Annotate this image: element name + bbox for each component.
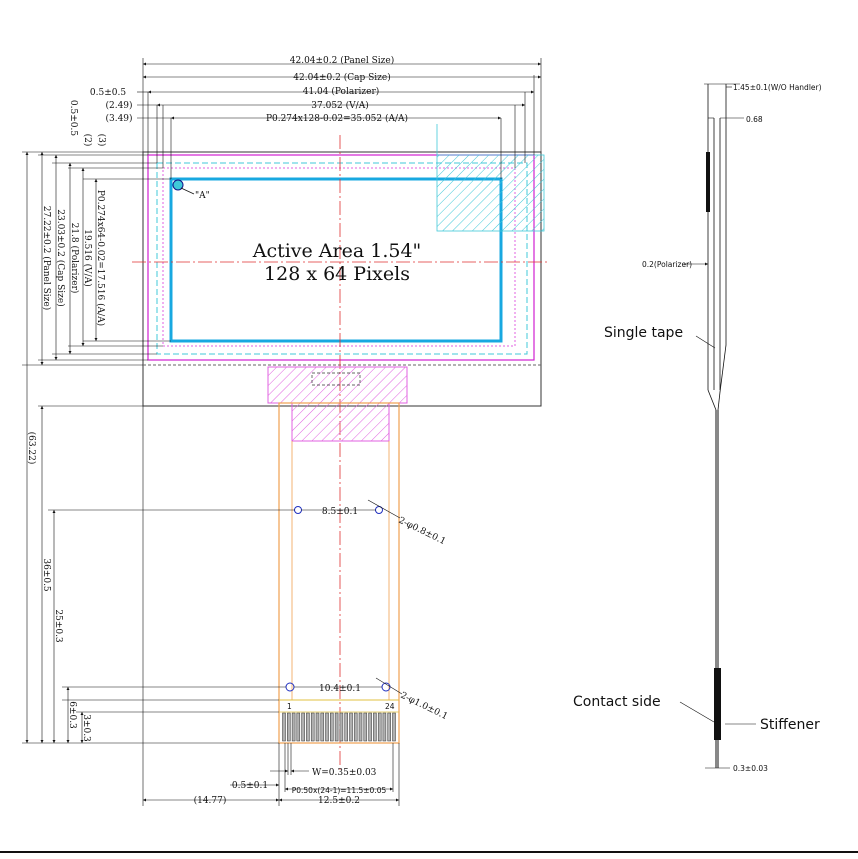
fpc-contact-pin <box>387 712 391 742</box>
dim-cap-height: 23.03±0.2 (Cap Size) <box>55 209 66 307</box>
hole-note-1-leader <box>367 499 401 519</box>
side-view <box>679 83 756 769</box>
fpc-contact-pin <box>358 712 363 742</box>
bottom-dimensions <box>142 406 400 806</box>
dim-fpc-3: 3±0.3 <box>81 714 91 742</box>
fpc-contact-pin <box>392 712 396 742</box>
fpc-contact-pin <box>334 712 339 742</box>
active-area-pixels: 128 x 64 Pixels <box>264 263 410 285</box>
side-dim-polarizer: 0.2(Polarizer) <box>642 260 692 269</box>
fpc-contact-pin <box>315 712 320 742</box>
hole-note-2-leader <box>375 677 403 695</box>
dim-fpc-edge: 0.5±0.1 <box>232 781 268 791</box>
dim-va-width: 37.052 (V/A) <box>311 100 368 111</box>
top-dimensions <box>137 58 542 179</box>
side-dim-fpc: 0.3±0.03 <box>733 764 768 773</box>
dim-polarizer-height: 21.8 (Polarizer) <box>69 223 80 294</box>
dim-fpc-offset: (14.77) <box>194 795 227 806</box>
fpc-contact-pin <box>306 712 310 742</box>
fpc-contact-pin <box>363 712 368 742</box>
fpc-contact-pin <box>349 712 353 742</box>
label-single-tape: Single tape <box>604 325 683 341</box>
hole-left-lower <box>285 682 295 692</box>
dim-aa-height: P0.274x64-0.02=17.516 (A/A) <box>95 190 106 326</box>
hatched-corner <box>436 154 545 232</box>
dim-pin-pitch: P0.50x(24-1)=11.5±0.05 <box>292 786 387 795</box>
marker-a-label: "A" <box>195 191 210 201</box>
label-stiffener: Stiffener <box>760 717 820 733</box>
dim-top-left-3: (3.49) <box>105 113 132 124</box>
marker-a-dot <box>172 179 184 191</box>
fpc-contact-pin <box>353 712 358 742</box>
dim-pin-width: W=0.35±0.03 <box>312 768 377 778</box>
dim-panel-width: 42.04±0.2 (Panel Size) <box>290 55 395 66</box>
dim-fpc-36: 36±0.5 <box>41 558 51 592</box>
active-area-title: Active Area 1.54" <box>252 240 422 262</box>
fpc-contacts <box>282 712 396 742</box>
fpc-contact-pin <box>382 712 387 742</box>
hole-pitch-2-label: 10.4±0.1 <box>319 684 361 694</box>
fpc-contact-pin <box>368 712 372 742</box>
fpc-contact-pin <box>320 712 325 742</box>
dim-overall-height: (63.22) <box>26 432 37 465</box>
dim-top-left-2: (2.49) <box>105 100 132 111</box>
fpc-contact-pin <box>282 712 286 742</box>
fpc-contact-pin <box>344 712 348 742</box>
dim-fpc-25: 25±0.3 <box>53 609 63 643</box>
dim-panel-height: 27.22±0.2 (Panel Size) <box>41 206 52 311</box>
fpc-contact-pin <box>325 712 329 742</box>
fpc-contact-pin <box>339 712 344 742</box>
cap-outline <box>147 154 535 361</box>
left-dimensions <box>22 151 295 744</box>
dim-va-height: 19.516 (V/A) <box>82 229 93 286</box>
dim-left-small-3: (3) <box>96 134 107 147</box>
dim-left-small-2: (2) <box>82 134 93 147</box>
dim-aa-width: P0.274x128-0.02=35.052 (A/A) <box>266 113 408 124</box>
dim-fpc-6: 6±0.3 <box>67 701 77 729</box>
hole-note-1-label: 2-φ0.8±0.1 <box>397 516 447 547</box>
marker-a-leader <box>180 187 195 195</box>
side-dim-068: 0.68 <box>746 115 763 124</box>
active-area <box>169 177 503 343</box>
fpc-contact-pin <box>301 712 305 742</box>
fpc-contact-pin <box>296 712 301 742</box>
fpc-tail <box>278 402 400 744</box>
pin-first-label: 1 <box>287 702 292 711</box>
front-view: "A" Active Area 1.54" 128 x 64 Pixels 1 … <box>22 55 548 806</box>
fpc-bend-area <box>267 366 408 442</box>
fpc-contact-pin <box>377 712 382 742</box>
fpc-contact-pin <box>291 712 296 742</box>
dim-left-small-1: 0.5±0.5 <box>68 100 78 136</box>
fpc-contact-pin <box>287 712 291 742</box>
hole-pitch-1-label: 8.5±0.1 <box>322 507 358 517</box>
view-area-outline <box>162 167 516 347</box>
dim-polarizer-width: 41.04 (Polarizer) <box>303 86 380 97</box>
dim-cap-width: 42.04±0.2 (Cap Size) <box>293 72 391 83</box>
label-contact-side: Contact side <box>573 694 661 710</box>
hole-left-upper <box>294 506 302 514</box>
fpc-contact-pin <box>330 712 334 742</box>
hole-note-2-label: 2-φ1.0±0.1 <box>399 691 449 722</box>
pin-last-label: 24 <box>385 702 395 711</box>
fpc-contact-pin <box>373 712 377 742</box>
dim-top-left-1: 0.5±0.5 <box>90 88 126 98</box>
polarizer-outline <box>156 162 528 355</box>
fpc-contact-pin <box>310 712 315 742</box>
dim-fpc-width: 12.5±0.2 <box>318 796 360 806</box>
side-dim-thickness: 1.45±0.1(W/O Handler) <box>733 83 822 92</box>
